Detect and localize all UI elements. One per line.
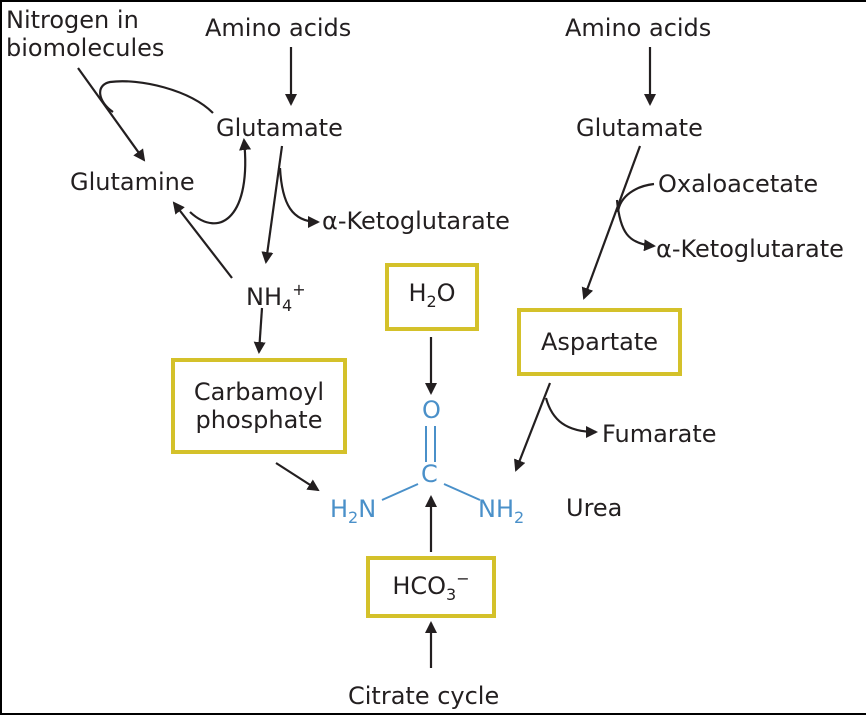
urea-right-amine: NH2 <box>478 495 525 527</box>
label-ketoglutarate-right: α-Ketoglutarate <box>656 235 844 263</box>
frame-left-edge <box>0 0 2 715</box>
box-carbamoyl-phosphate: Carbamoyl phosphate <box>171 358 347 454</box>
arrow-curve-to-glutamate <box>189 138 252 225</box>
arrow-nitrogen-to-glutamine <box>77 67 146 162</box>
label-glutamine: Glutamine <box>70 168 195 196</box>
urea-double-bond-b <box>434 426 436 462</box>
arrow-to-ketoglutarate-right <box>615 199 656 252</box>
arrow-aspartate-to-urea <box>514 382 552 472</box>
label-citrate-cycle: Citrate cycle <box>348 682 500 710</box>
urea-carbon: C <box>421 460 438 488</box>
urea-oxygen: O <box>422 396 441 424</box>
label-urea: Urea <box>566 494 623 522</box>
arrow-ammonium-to-carbamoyl <box>253 307 266 354</box>
arrow-carbamoyl-to-urea <box>275 462 320 492</box>
label-amino-acids-left: Amino acids <box>205 14 352 42</box>
label-glutamate-right: Glutamate <box>576 114 703 142</box>
arrow-ammonium-to-glutamine <box>172 201 233 279</box>
label-fumarate: Fumarate <box>602 420 717 448</box>
arrow-glutamate-to-aspartate <box>581 145 642 300</box>
box-water: H2O <box>385 263 479 331</box>
label-ketoglutarate-left: α-Ketoglutarate <box>322 207 510 235</box>
box-aspartate: Aspartate <box>517 308 682 376</box>
urea-left-amine: H2N <box>330 495 377 527</box>
label-oxaloacetate: Oxaloacetate <box>658 170 819 198</box>
frame-bottom-edge <box>0 713 866 715</box>
arrow-aspartate-to-fumarate <box>544 397 598 438</box>
label-amino-acids-right: Amino acids <box>565 14 712 42</box>
label-glutamate-left: Glutamate <box>216 114 343 142</box>
label-ammonium: NH4+ <box>246 280 306 315</box>
arrow-glutamate-to-ketoglutarate-left <box>278 167 320 228</box>
box-bicarbonate: HCO3− <box>366 556 496 618</box>
curve-glutamate-to-nitrogen <box>99 80 214 114</box>
frame-top-edge <box>0 0 866 2</box>
label-nitrogen-biomolecules: Nitrogen in biomolecules <box>6 6 165 62</box>
arrow-glutamate-to-ammonium <box>261 145 284 264</box>
urea-double-bond-a <box>425 426 427 462</box>
